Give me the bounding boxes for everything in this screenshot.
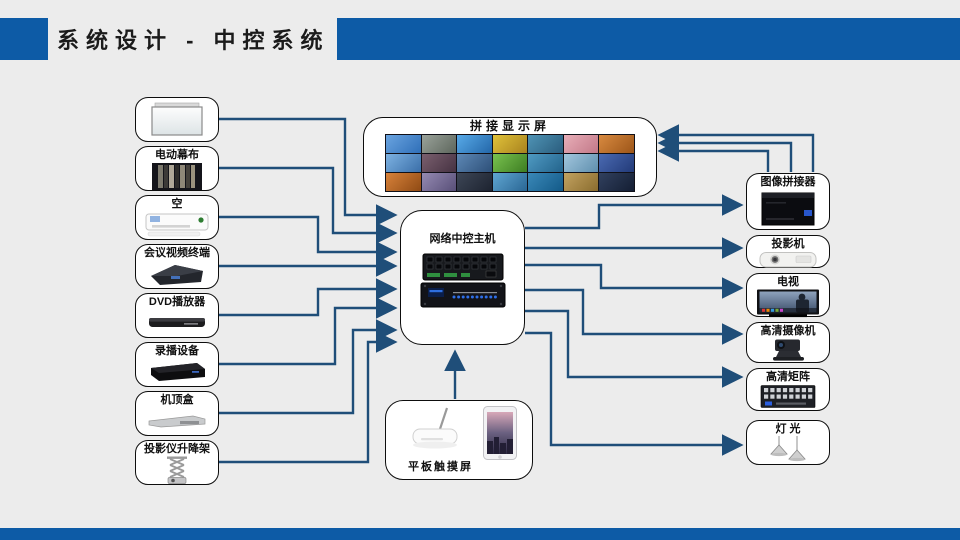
wall-tile xyxy=(457,173,492,191)
header-accent-left xyxy=(0,18,48,60)
wire-host-to-tv xyxy=(525,263,744,299)
node-label: 电视 xyxy=(777,276,799,288)
wall-tile xyxy=(386,173,421,191)
wall-tile xyxy=(563,135,599,153)
hd-camera-image xyxy=(747,338,829,363)
wall-tile xyxy=(528,173,563,191)
wall-tile xyxy=(386,154,421,172)
dvd-player-image xyxy=(136,309,218,337)
wall-tile xyxy=(528,135,563,153)
node-label: 投影仪升降架 xyxy=(144,443,210,455)
node-conference-video-terminal: 会议视频终端 xyxy=(135,244,219,289)
projector-image xyxy=(747,251,829,269)
node-label: 电动幕布 xyxy=(155,149,199,161)
node-label: 灯 光 xyxy=(775,423,801,435)
control-host-label: 网络中控主机 xyxy=(429,233,496,245)
node-label: 录播设备 xyxy=(155,345,199,357)
wire-recorder-to-host xyxy=(219,297,398,366)
node-label: 图像拼接器 xyxy=(760,176,816,188)
wall-tile xyxy=(528,154,563,172)
wire-host-to-camera xyxy=(525,288,744,345)
wire-host-to-matrix xyxy=(525,309,744,388)
wall-tile xyxy=(492,173,528,191)
node-label: 高清摄像机 xyxy=(760,325,816,337)
node-control-host: 网络中控主机 xyxy=(400,210,525,345)
node-label: 空 xyxy=(171,198,183,210)
node-hd-matrix: 高清矩阵 xyxy=(746,368,830,411)
header-accent-right xyxy=(337,18,960,60)
wall-tile xyxy=(421,173,457,191)
node-lighting: 灯 光 xyxy=(746,420,830,465)
node-set-top-box: 机顶盒 xyxy=(135,391,219,436)
image-splicer-image xyxy=(747,189,829,229)
tablet-image xyxy=(482,405,518,466)
wall-tile xyxy=(563,173,599,191)
video-wall-label: 拼接显示屏 xyxy=(469,119,550,133)
wall-tile xyxy=(457,154,492,172)
wire-splicer-to-wall-3 xyxy=(657,140,770,172)
wall-tile xyxy=(457,135,492,153)
wire-dvd-to-host xyxy=(219,278,398,317)
tv-image xyxy=(747,289,829,318)
set-top-box-image xyxy=(136,407,218,435)
node-label: DVD播放器 xyxy=(148,296,206,308)
recording-device-image xyxy=(136,358,218,386)
touch-panel-label: 平板触摸屏 xyxy=(408,461,473,473)
node-dvd-player: DVD播放器 xyxy=(135,293,219,338)
wire-splicer-to-wall-1 xyxy=(657,124,815,172)
node-touch-panel: 平板触摸屏 xyxy=(385,400,533,480)
wall-tile xyxy=(386,135,421,153)
wall-tile xyxy=(492,135,528,153)
node-label: 会议视频终端 xyxy=(144,247,210,259)
video-wall-grid xyxy=(385,134,635,192)
node-tv: 电视 xyxy=(746,273,830,318)
node-image-splicer: 图像拼接器 xyxy=(746,173,830,230)
wall-tile xyxy=(599,135,634,153)
node-hd-camera: 高清摄像机 xyxy=(746,322,830,363)
projection-screen-image xyxy=(136,98,218,141)
node-label: 机顶盒 xyxy=(160,394,194,406)
projector-lift-image xyxy=(136,456,218,485)
node-projector: 投影机 xyxy=(746,235,830,268)
wire-host-to-lighting xyxy=(525,331,744,456)
control-host-image xyxy=(401,252,524,310)
node-recording-device: 录播设备 xyxy=(135,342,219,387)
node-video-wall: 拼接显示屏 xyxy=(363,117,657,197)
wireless-router-image xyxy=(406,405,464,462)
wall-tile xyxy=(421,135,457,153)
wire-splicer-to-wall-2 xyxy=(657,132,793,172)
wall-tile xyxy=(421,154,457,172)
node-label: 投影机 xyxy=(771,238,805,250)
hd-matrix-image xyxy=(747,384,829,410)
wire-lift-to-host xyxy=(219,331,398,464)
node-air-conditioner: 空 xyxy=(135,195,219,240)
wall-tile xyxy=(563,154,599,172)
wall-tile xyxy=(599,154,634,172)
wire-stb-to-host xyxy=(219,319,398,415)
electric-curtain-image xyxy=(136,162,218,190)
wall-tile xyxy=(492,154,528,172)
node-label: 高清矩阵 xyxy=(766,371,810,383)
node-electric-curtain: 电动幕布 xyxy=(135,146,219,191)
node-projection-screen xyxy=(135,97,219,142)
air-conditioner-image xyxy=(136,211,218,239)
wall-tile xyxy=(599,173,634,191)
conference-terminal-image xyxy=(136,260,218,288)
page-title: 系统设计 - 中控系统 xyxy=(57,28,330,53)
footer-accent-bar xyxy=(0,528,960,540)
wire-host-to-splicer xyxy=(525,194,744,230)
wire-ac-to-host xyxy=(219,215,398,263)
node-projector-lift: 投影仪升降架 xyxy=(135,440,219,485)
lighting-image xyxy=(747,436,829,464)
